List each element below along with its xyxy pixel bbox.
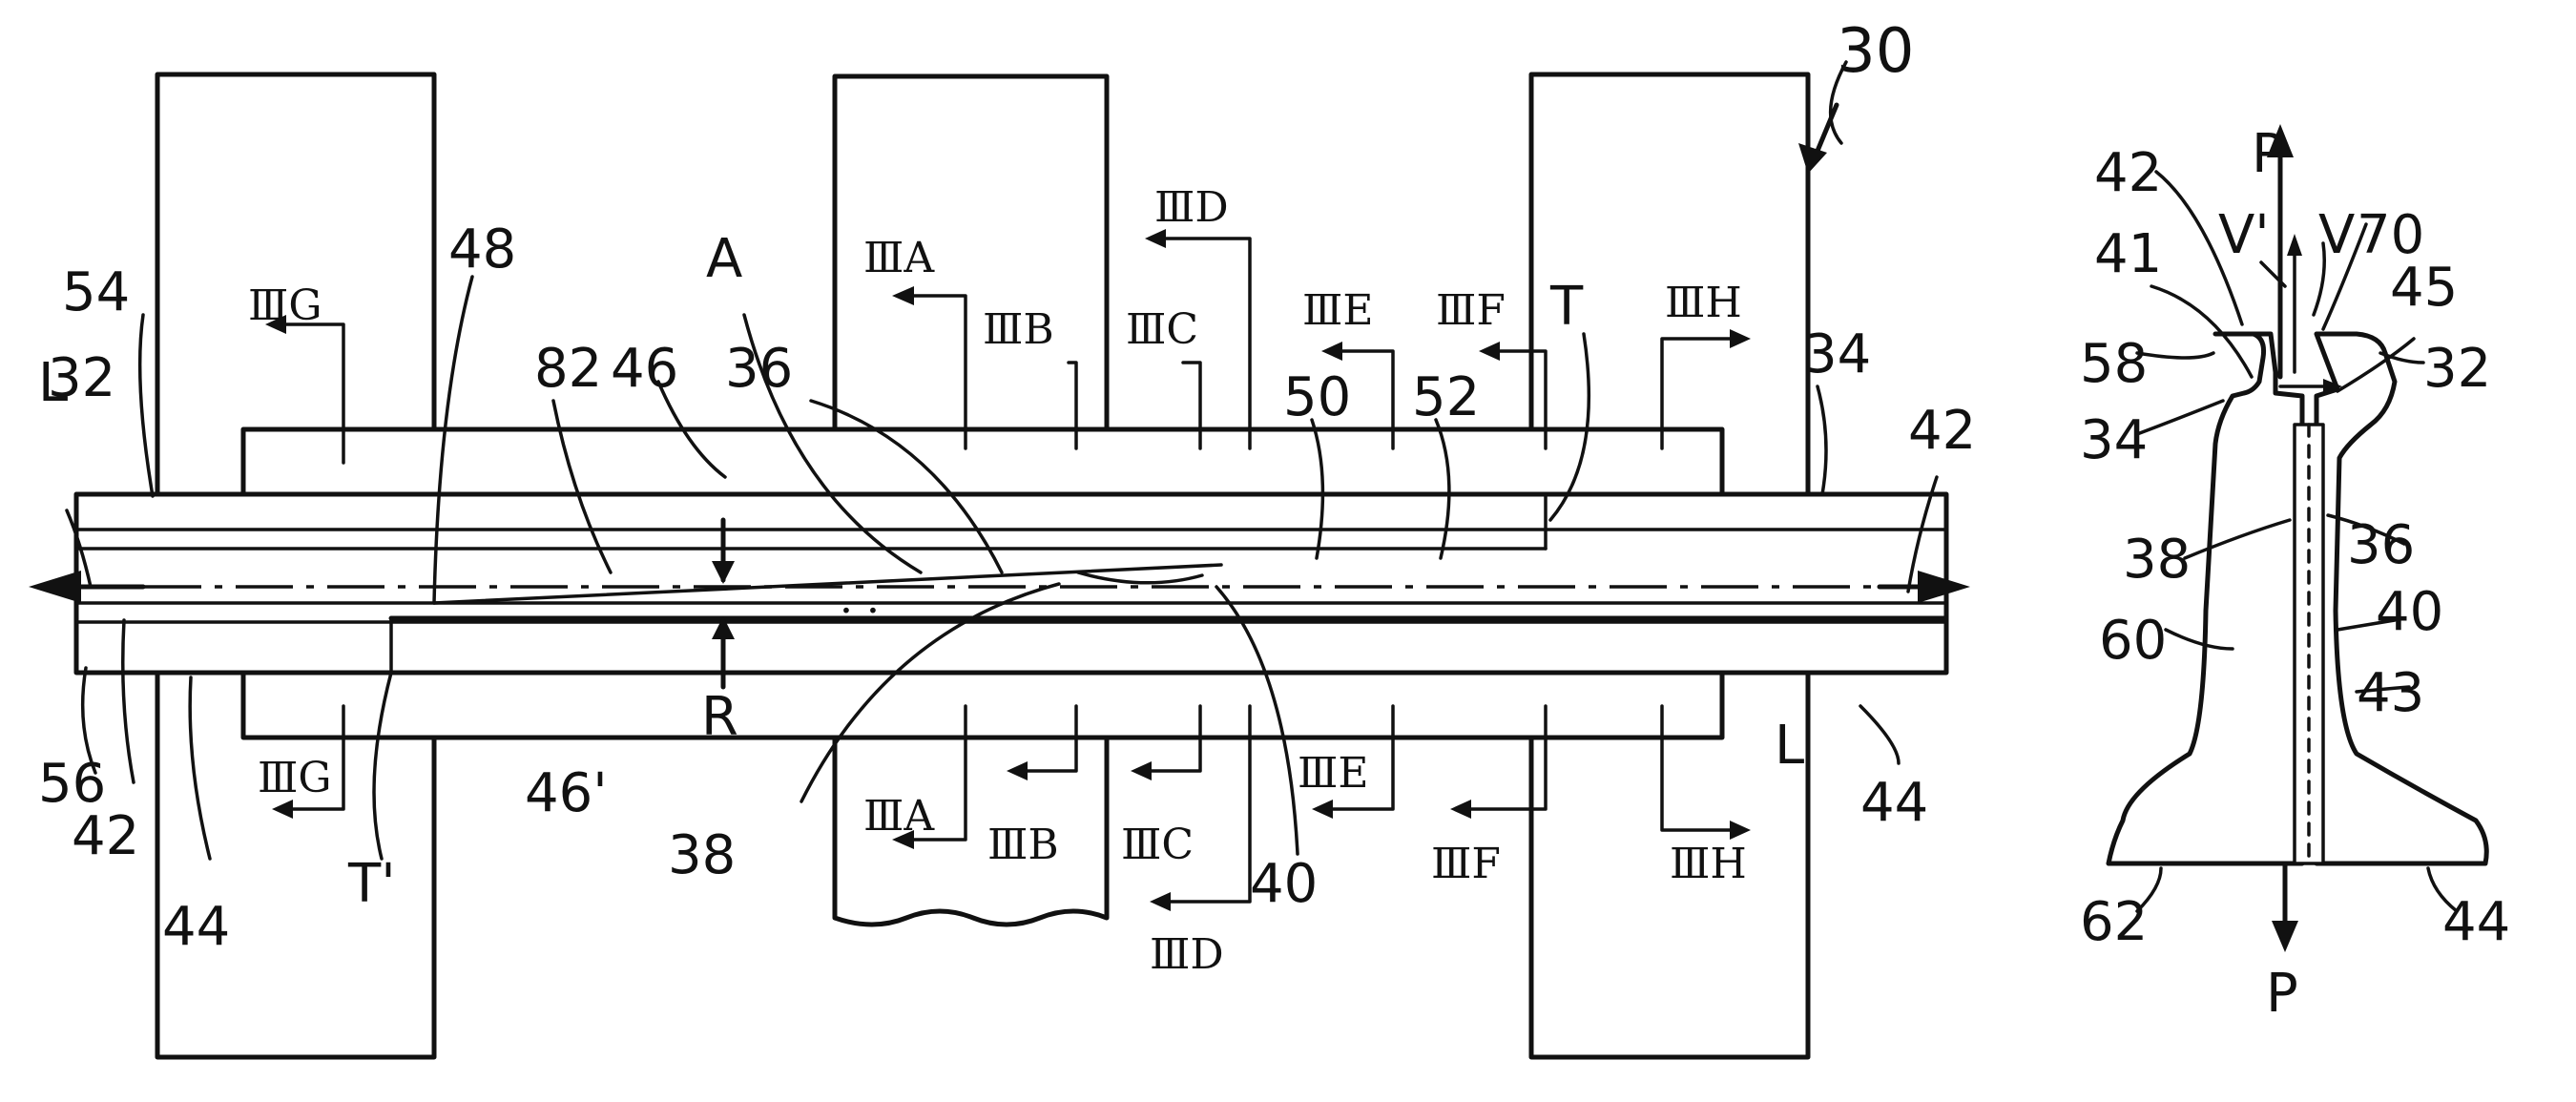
ref-46-prime: 46' [525, 762, 608, 824]
cs-label-v: V [2318, 204, 2355, 266]
ref-52: 52 [1412, 366, 1480, 428]
label-30: 30 [1837, 16, 1914, 87]
cs-ref-58: 58 [2080, 333, 2148, 395]
section-iiif-top: ⅢF [1436, 286, 1506, 335]
section-iiia-bottom: ⅢA [863, 792, 935, 841]
ref-34: 34 [1803, 323, 1871, 385]
cs-ref-38: 38 [2123, 529, 2191, 591]
dot-mark: · · [840, 587, 880, 635]
cs-ref-32: 32 [2423, 338, 2491, 400]
cs-ref-40: 40 [2376, 581, 2443, 643]
section-iiic-top: ⅢC [1126, 305, 1198, 354]
section-iiif-bottom: ⅢF [1431, 840, 1501, 888]
cs-label-v-prime: V' [2218, 204, 2270, 266]
ref-32-left: 32 [48, 347, 115, 409]
cs-ref-36: 36 [2347, 514, 2415, 576]
ref-50: 50 [1283, 366, 1351, 428]
plate-46-prime [243, 673, 1722, 738]
cs-ref-34: 34 [2080, 409, 2148, 471]
section-iiib-top: ⅢB [983, 305, 1054, 354]
cs-ref-45: 45 [2390, 257, 2458, 319]
section-iiih-top: ⅢH [1665, 279, 1742, 327]
ref-44-right: 44 [1860, 772, 1928, 834]
section-iiic-bottom: ⅢC [1121, 821, 1194, 869]
ref-42-left: 42 [72, 805, 139, 867]
section-iiih-bottom: ⅢH [1670, 840, 1747, 888]
ref-48: 48 [448, 218, 516, 281]
cs-label-p-bottom: P [2266, 963, 2298, 1025]
ref-44-left: 44 [162, 896, 230, 958]
label-a: A [706, 228, 742, 290]
ref-36: 36 [725, 338, 793, 400]
ref-38: 38 [668, 824, 736, 886]
ref-54: 54 [62, 261, 130, 323]
section-iiig-top: ⅢG [248, 281, 322, 330]
section-iiie-bottom: ⅢE [1298, 749, 1369, 798]
cs-ref-62: 62 [2080, 891, 2148, 953]
ref-42-right: 42 [1908, 400, 1976, 462]
cs-ref-60: 60 [2099, 610, 2167, 672]
plate-46 [243, 429, 1722, 494]
cs-ref-42: 42 [2094, 142, 2162, 204]
rail-assembly: · · [29, 494, 1970, 673]
label-t-prime: T' [347, 853, 396, 915]
label-r: R [701, 686, 738, 748]
section-iiig-bottom: ⅢG [258, 754, 332, 802]
section-iiie-top: ⅢE [1302, 286, 1374, 335]
section-iiib-bottom: ⅢB [987, 821, 1059, 869]
cs-ref-41: 41 [2094, 223, 2162, 285]
ref-46: 46 [611, 338, 678, 400]
cs-ref-44: 44 [2442, 891, 2510, 953]
cs-ref-43: 43 [2357, 662, 2424, 724]
label-l-right: L [1775, 715, 1804, 777]
ref-82: 82 [534, 338, 602, 400]
cs-label-p-top: P [2252, 123, 2284, 185]
ref-40: 40 [1250, 853, 1318, 915]
section-iiid-bottom: ⅢD [1150, 930, 1224, 979]
section-iiid-top: ⅢD [1154, 183, 1229, 232]
section-iiia-top: ⅢA [863, 234, 935, 282]
label-t: T [1549, 276, 1584, 338]
